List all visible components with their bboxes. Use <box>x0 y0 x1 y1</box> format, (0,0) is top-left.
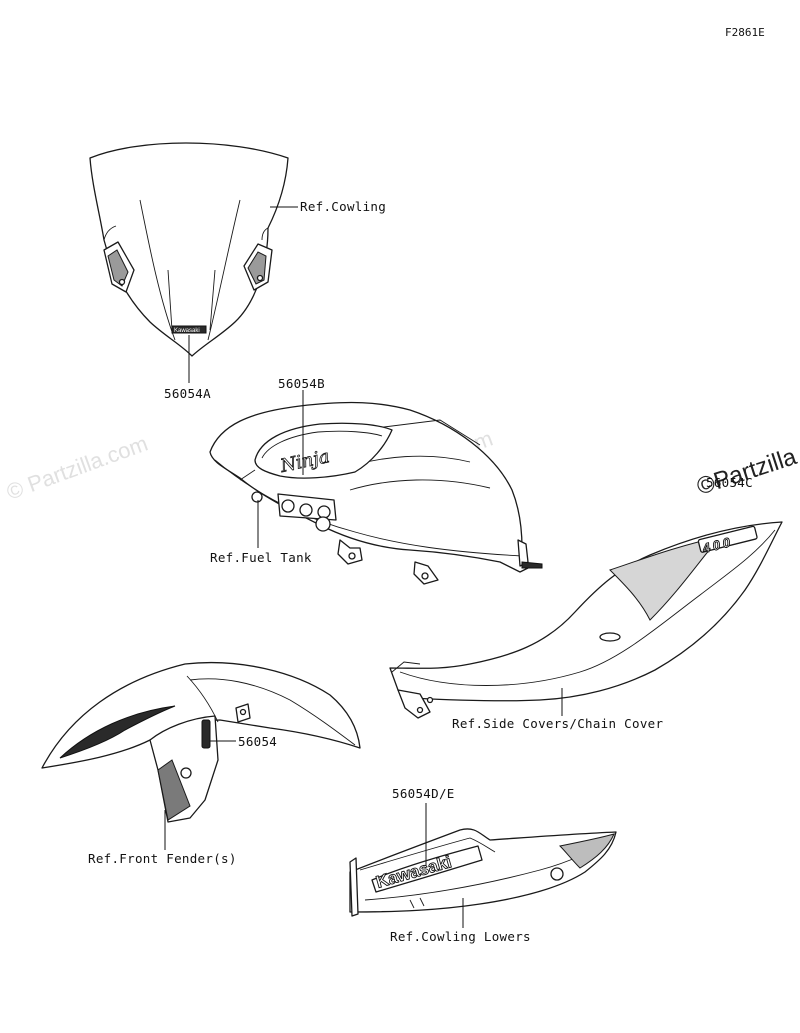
fuel-tank-part: Ninja <box>209 401 543 585</box>
label-56054a: 56054A <box>164 386 211 401</box>
label-ref-front-fender: Ref.Front Fender(s) <box>88 851 237 866</box>
label-ref-cowling-lowers: Ref.Cowling Lowers <box>390 929 531 944</box>
windshield-decal <box>171 325 207 334</box>
label-ref-side-covers: Ref.Side Covers/Chain Cover <box>452 716 663 731</box>
front-fender-part <box>41 661 361 823</box>
label-56054: 56054 <box>238 734 277 749</box>
label-56054de: 56054D/E <box>392 786 455 801</box>
diagram-code: F2861E <box>725 26 765 39</box>
side-cover-part: 400 <box>389 521 783 719</box>
label-56054b: 56054B <box>278 376 325 391</box>
windshield-decal-text: Kawasaki <box>174 328 200 334</box>
windshield-part: Kawasaki <box>89 142 289 357</box>
label-56054c: 56054C <box>706 475 753 490</box>
cowling-lower-part: Kawasaki <box>349 828 617 917</box>
watermark-left: © Partzilla.com <box>3 431 151 505</box>
watermark-right: ©Partzilla <box>694 443 800 501</box>
label-ref-fuel-tank: Ref.Fuel Tank <box>210 550 312 565</box>
label-ref-cowling: Ref.Cowling <box>300 199 386 214</box>
